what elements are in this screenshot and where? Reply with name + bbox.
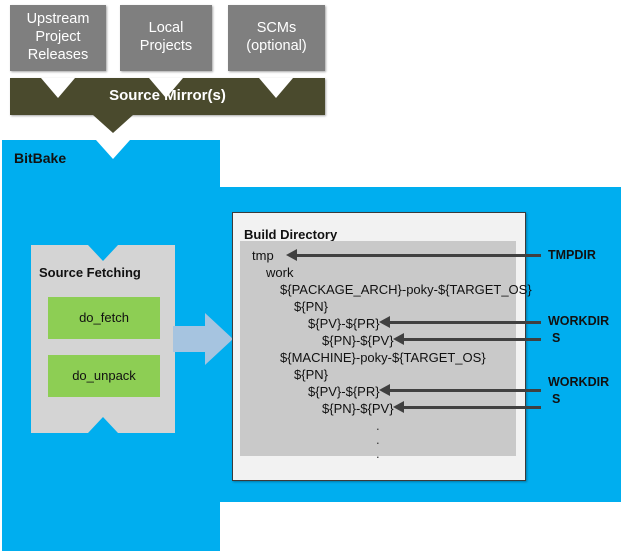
task-box-do-fetch[interactable]: do_fetch xyxy=(48,297,160,339)
source-box-upstream-project-releases: Upstream Project Releases xyxy=(10,5,106,71)
variable-label-s-1: S xyxy=(552,331,561,345)
source-box-scms-optional: SCMs (optional) xyxy=(228,5,325,71)
pointer-head-workdir-2-icon xyxy=(379,384,390,396)
pointer-shaft-s-1 xyxy=(403,338,541,341)
flow-notch-local-icon xyxy=(149,78,183,98)
pointer-shaft-workdir-2 xyxy=(389,389,541,392)
tree-item-tmp: tmp xyxy=(252,248,274,263)
variable-label-s-2: S xyxy=(552,392,561,406)
pointer-head-tmpdir-icon xyxy=(286,249,297,261)
fetch-panel-inlet-notch-icon xyxy=(88,245,118,261)
fetch-to-build-arrow-head-icon xyxy=(205,313,233,365)
tree-item-pn-package-arch: ${PN} xyxy=(294,299,328,314)
tree-item-pv-pr-package-arch: ${PV}-${PR} xyxy=(308,316,380,331)
source-box-label: Upstream Project Releases xyxy=(26,11,90,63)
tree-item-pn-machine: ${PN} xyxy=(294,367,328,382)
flow-notch-upstream-icon xyxy=(41,78,75,98)
tree-item-pn-pv-package-arch: ${PN}-${PV} xyxy=(322,333,394,348)
fetch-panel-outlet-notch-icon xyxy=(88,417,118,433)
tree-ellipsis-dot: . xyxy=(376,446,380,461)
source-box-label: Local Projects xyxy=(139,20,193,54)
source-box-label: SCMs (optional) xyxy=(246,20,307,54)
pointer-shaft-tmpdir xyxy=(296,254,541,257)
task-label: do_unpack xyxy=(72,368,136,384)
tree-ellipsis-dot: . xyxy=(376,432,380,447)
variable-label-workdir-2: WORKDIR xyxy=(548,375,610,389)
mirror-to-bitbake-arrow-icon xyxy=(93,115,133,133)
task-box-do-unpack[interactable]: do_unpack xyxy=(48,355,160,397)
pointer-head-workdir-1-icon xyxy=(379,316,390,328)
tree-item-pn-pv-machine: ${PN}-${PV} xyxy=(322,401,394,416)
tree-item-pv-pr-machine: ${PV}-${PR} xyxy=(308,384,380,399)
variable-label-tmpdir: TMPDIR xyxy=(548,248,596,262)
source-box-local-projects: Local Projects xyxy=(120,5,212,71)
pointer-head-s-2-icon xyxy=(393,401,404,413)
source-fetching-panel xyxy=(31,245,175,433)
pointer-shaft-workdir-1 xyxy=(389,321,541,324)
task-label: do_fetch xyxy=(79,310,129,326)
bitbake-region-lower-left xyxy=(2,502,220,551)
bitbake-label: BitBake xyxy=(14,150,67,166)
bitbake-inlet-notch-icon xyxy=(96,140,130,159)
tree-ellipsis-dot: . xyxy=(376,418,380,433)
source-fetching-title: Source Fetching xyxy=(39,265,141,280)
pointer-shaft-s-2 xyxy=(403,406,541,409)
build-directory-title: Build Directory xyxy=(244,227,338,242)
tree-item-package-arch: ${PACKAGE_ARCH}-poky-${TARGET_OS} xyxy=(280,282,532,297)
build-directory-tree-area xyxy=(240,241,516,456)
tree-item-machine: ${MACHINE}-poky-${TARGET_OS} xyxy=(280,350,486,365)
variable-label-workdir-1: WORKDIR xyxy=(548,314,610,328)
pointer-head-s-1-icon xyxy=(393,333,404,345)
flow-notch-scms-icon xyxy=(259,78,293,98)
fetch-to-build-arrow-shaft-icon xyxy=(173,326,205,352)
tree-item-work: work xyxy=(266,265,294,280)
